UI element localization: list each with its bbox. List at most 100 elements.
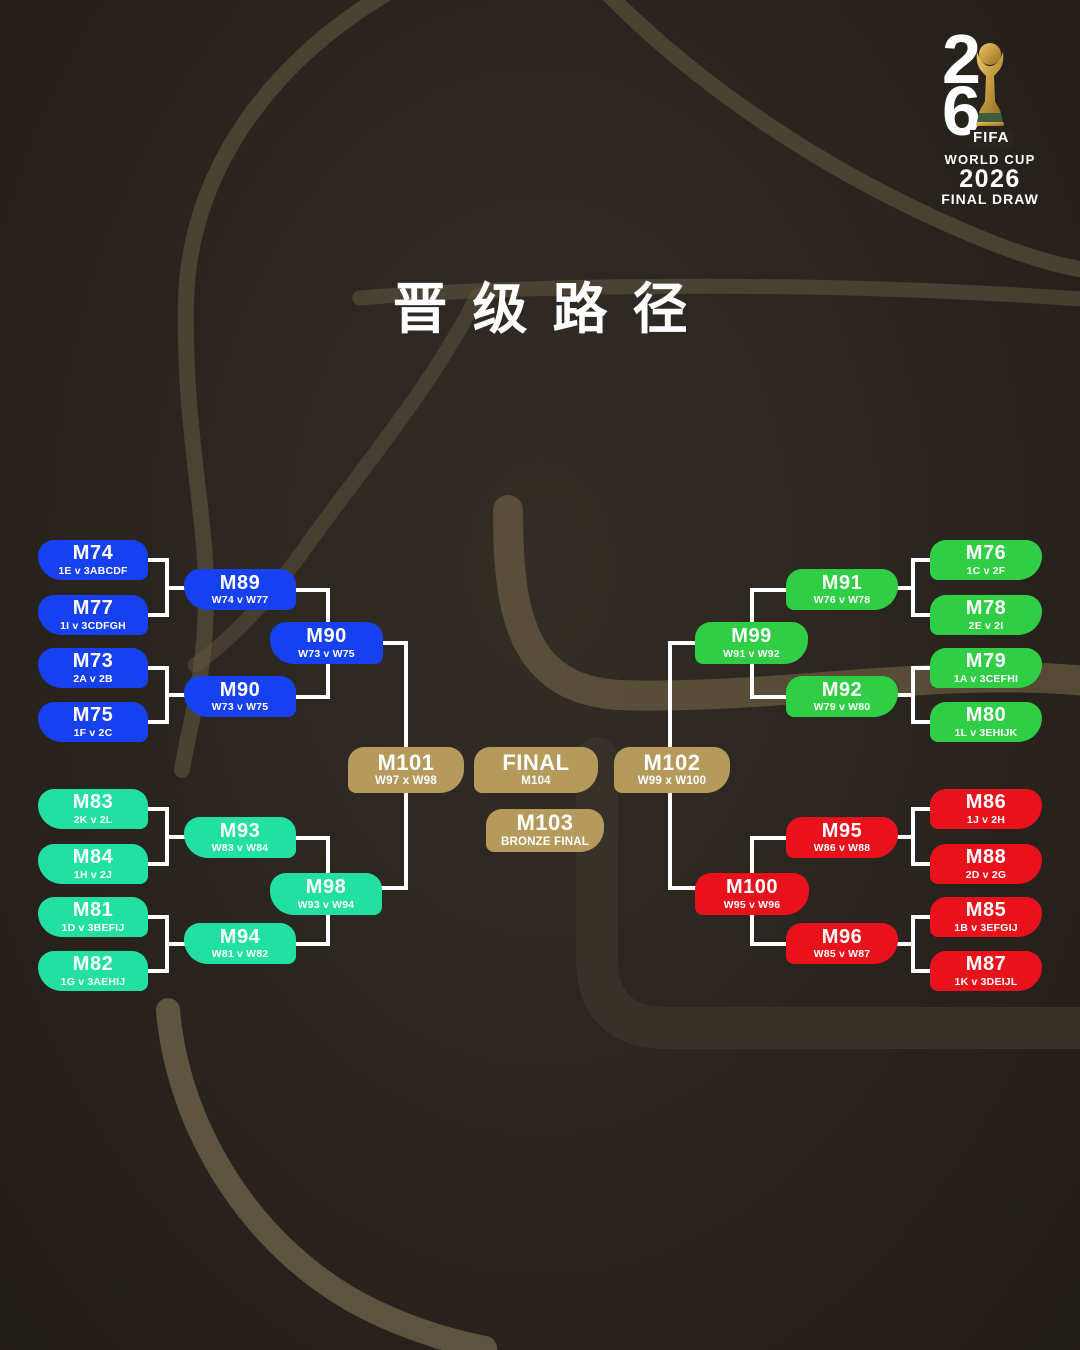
match-id: M74: [72, 542, 114, 565]
connector-line: [752, 695, 787, 699]
match-card-m98: M98 W93 v W94: [270, 873, 382, 915]
connector-line: [896, 942, 913, 946]
match-id: M99: [731, 625, 772, 648]
connector-line: [296, 588, 328, 592]
match-id: M93: [219, 819, 261, 842]
connector-line: [911, 807, 915, 866]
match-card-m74: M74 1E v 3ABCDF: [38, 540, 148, 580]
connector-line: [296, 942, 328, 946]
match-card-m76: M76 1C v 2F: [930, 540, 1042, 580]
match-teams: W79 v W80: [813, 701, 871, 714]
match-card-m85: M85 1B v 3EFGIJ: [930, 897, 1042, 937]
connector-line: [911, 915, 932, 919]
match-card-m83: M83 2K v 2L: [38, 789, 148, 829]
match-teams: BRONZE FINAL: [500, 835, 589, 848]
match-card-m82: M82 1G v 3AEHIJ: [38, 951, 148, 991]
match-id: M78: [965, 597, 1007, 620]
connector-line: [911, 558, 932, 562]
match-id: M79: [965, 650, 1007, 673]
match-teams: W76 v W78: [813, 594, 871, 607]
connector-line: [911, 720, 932, 724]
match-teams: W97 x W98: [375, 775, 437, 788]
world-cup-trophy-icon: [976, 43, 1004, 126]
match-id: FINAL: [502, 749, 570, 775]
match-teams: 1D v 3BEFIJ: [61, 921, 125, 934]
match-id: M86: [965, 791, 1007, 814]
match-card-m86: M86 1J v 2H: [930, 789, 1042, 829]
match-id: M77: [72, 597, 114, 620]
connector-line: [911, 613, 932, 617]
connector-line: [148, 666, 169, 670]
connector-line: [380, 886, 406, 890]
match-teams: 1K v 3DEIJL: [954, 975, 1018, 988]
match-id: M102: [643, 749, 701, 775]
match-id: M103: [516, 810, 574, 836]
connector-line: [896, 693, 913, 697]
connector-line: [148, 613, 169, 617]
match-id: M83: [72, 791, 114, 814]
match-teams: W85 v W87: [813, 948, 871, 961]
match-id: M80: [965, 704, 1007, 727]
match-card-m77: M77 1I v 3CDFGH: [38, 595, 148, 635]
match-teams: 2D v 2G: [965, 868, 1007, 881]
match-id: M98: [305, 876, 347, 899]
match-id: M81: [72, 899, 114, 922]
connector-line: [148, 720, 169, 724]
match-card-m79: M79 1A v 3CEFHI: [930, 648, 1042, 688]
match-card-m93: M93 W83 v W84: [184, 817, 296, 858]
match-card-m90: M90 W73 v W75: [184, 676, 296, 717]
match-card-m92: M92 W79 v W80: [786, 676, 898, 717]
match-teams: 1L v 3EHIJK: [954, 726, 1018, 739]
match-teams: W86 v W88: [813, 842, 871, 855]
match-id: M100: [725, 876, 779, 899]
match-teams: 1G v 3AEHIJ: [60, 975, 126, 988]
match-id: M89: [219, 571, 261, 594]
match-teams: 1F v 2C: [73, 726, 113, 739]
match-teams: 1J v 2H: [966, 813, 1006, 826]
match-card-qf-left-top: M90 W73 v W75: [270, 622, 383, 664]
match-id: M94: [219, 925, 261, 948]
match-card-m101: M101 W97 x W98: [348, 747, 464, 793]
match-teams: 1C v 2F: [966, 564, 1006, 577]
match-teams: 2A v 2B: [73, 672, 113, 685]
match-teams: 1H v 2J: [73, 868, 113, 881]
match-card-m80: M80 1L v 3EHIJK: [930, 702, 1042, 742]
connector-line: [896, 835, 913, 839]
world-cup-label: WORLD CUP: [944, 152, 1036, 167]
match-teams: W83 v W84: [211, 842, 269, 855]
connector-line: [911, 915, 915, 973]
match-id: M92: [821, 678, 863, 701]
connector-line: [752, 588, 787, 592]
match-card-m89: M89 W74 v W77: [184, 569, 296, 610]
match-id: M90: [219, 678, 261, 701]
match-id: M90: [306, 625, 347, 648]
connector-line: [911, 862, 932, 866]
fifa-wordmark: FIFA: [970, 129, 1013, 147]
match-card-m88: M88 2D v 2G: [930, 844, 1042, 884]
year-label: 2026: [959, 165, 1021, 193]
match-teams: 1I v 3CDFGH: [60, 619, 126, 632]
match-card-m75: M75 1F v 2C: [38, 702, 148, 742]
match-id: M87: [965, 953, 1007, 976]
match-card-m84: M84 1H v 2J: [38, 844, 148, 884]
match-id: M82: [72, 953, 114, 976]
match-card-m73: M73 2A v 2B: [38, 648, 148, 688]
connector-line: [148, 969, 169, 973]
match-id: M95: [821, 819, 863, 842]
match-teams: 1B v 3EFGIJ: [954, 921, 1018, 934]
match-card-m87: M87 1K v 3DEIJL: [930, 951, 1042, 991]
match-id: M96: [821, 925, 863, 948]
match-teams: W73 v W75: [298, 647, 355, 660]
connector-line: [296, 695, 328, 699]
match-teams: M104: [521, 775, 551, 788]
match-card-m100: M100 W95 v W96: [695, 873, 809, 915]
match-id: M88: [965, 846, 1007, 869]
match-card-m95: M95 W86 v W88: [786, 817, 898, 858]
match-card-m81: M81 1D v 3BEFIJ: [38, 897, 148, 937]
match-teams: 1E v 3ABCDF: [58, 564, 128, 577]
connector-line: [752, 836, 787, 840]
connector-line: [911, 969, 932, 973]
connector-line: [911, 558, 915, 617]
connector-line: [911, 807, 932, 811]
